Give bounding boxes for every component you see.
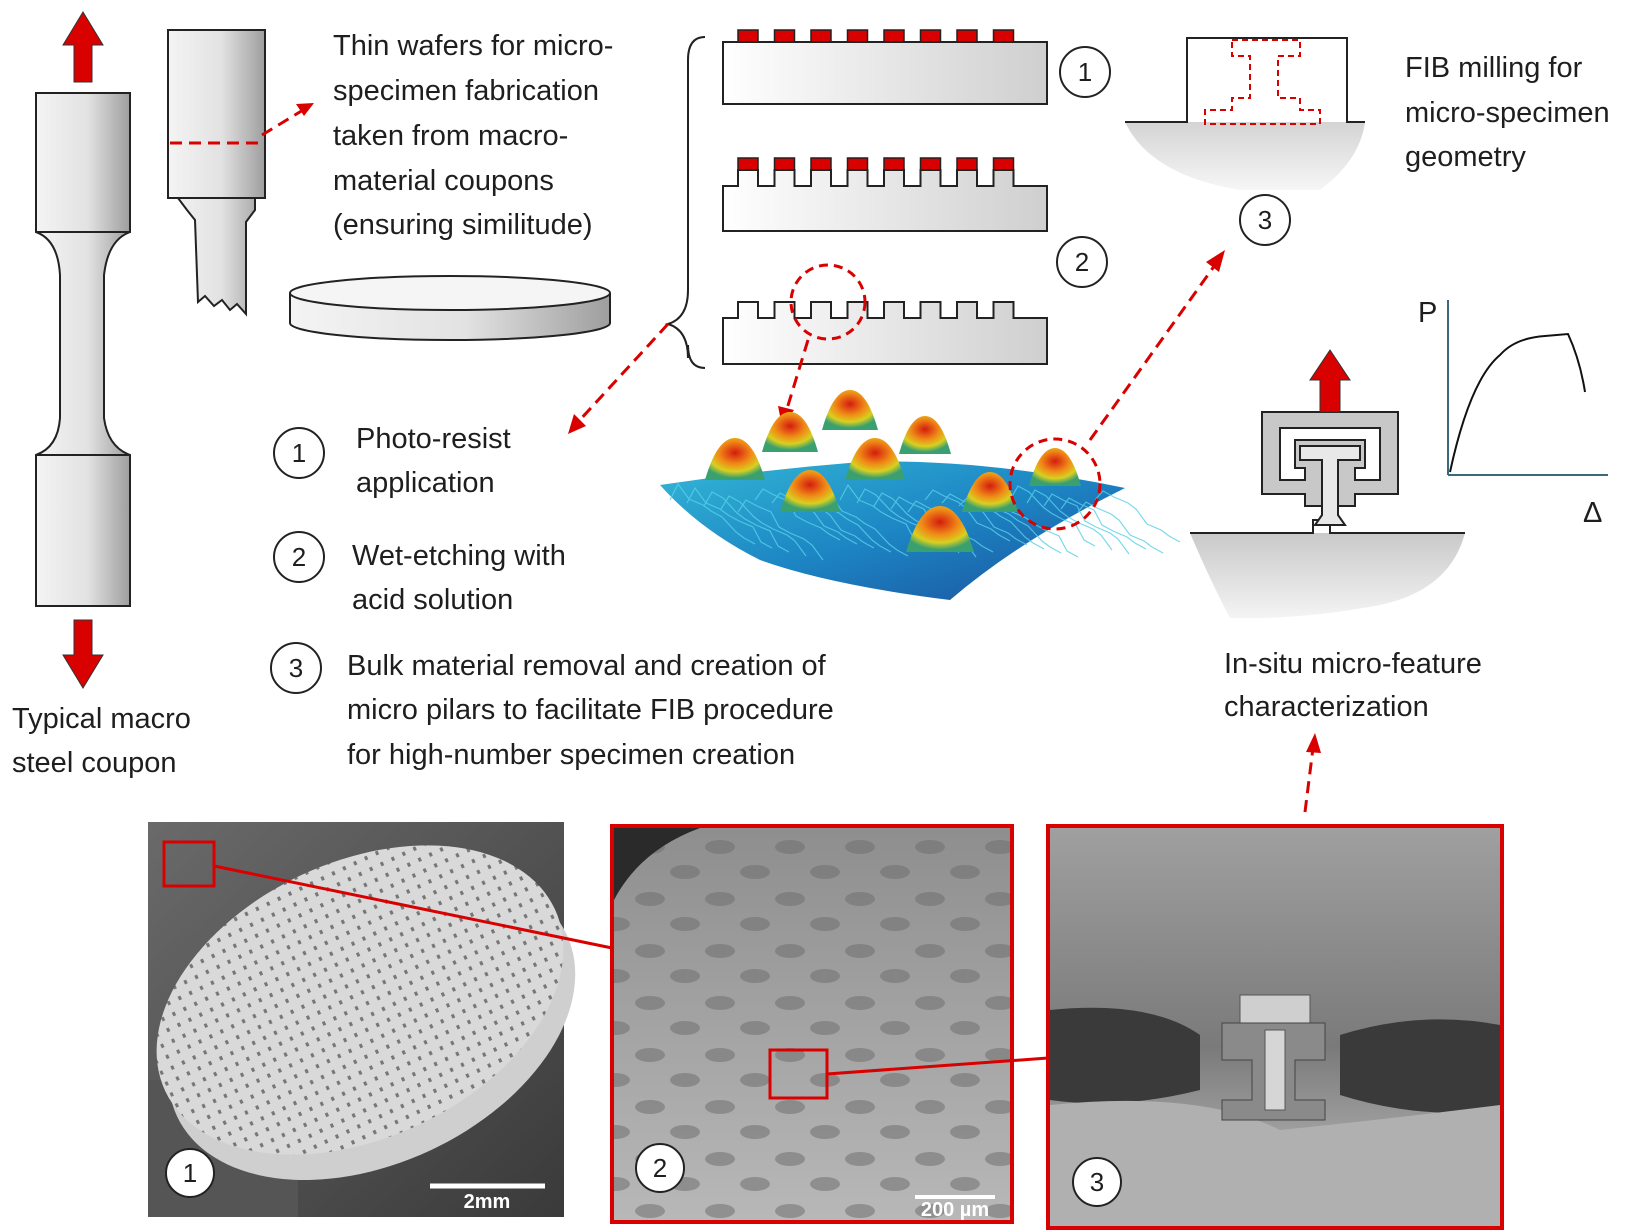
photo-1: 2mm 1 <box>148 822 576 1217</box>
scale-bar-label: 2mm <box>464 1191 511 1213</box>
surface-peak <box>962 472 1018 512</box>
svg-text:characterization: characterization <box>1224 691 1429 723</box>
photo-resist-pad <box>810 157 832 171</box>
wafer-note-line3: taken from macro- <box>333 120 568 152</box>
photo-resist-pad <box>919 29 942 43</box>
photo-resist-pad <box>773 29 796 43</box>
svg-text:FIB milling for: FIB milling for <box>1405 52 1583 84</box>
photo-resist-pad <box>992 29 1015 43</box>
photo-badge: 2 <box>653 1153 667 1183</box>
svg-text:Photo-resist: Photo-resist <box>356 423 511 455</box>
arrow-head-icon <box>568 414 586 434</box>
photo-badge: 1 <box>183 1158 197 1188</box>
svg-text:In-situ micro-feature: In-situ micro-feature <box>1224 648 1482 680</box>
step2-block-b <box>722 263 1048 365</box>
wafer-note-line1: Thin wafers for micro- <box>333 30 613 62</box>
load-curve <box>1449 332 1586 473</box>
wafer-note-line4: material coupons <box>333 165 554 197</box>
photo-2: 200 µm 2 <box>610 824 1014 1224</box>
photo-resist-pad <box>737 157 759 171</box>
insitu-note: In-situ micro-feature characterization <box>1224 648 1482 723</box>
surface-peak <box>845 438 905 480</box>
photo-resist-pad <box>846 29 869 43</box>
svg-text:Wet-etching with: Wet-etching with <box>352 540 566 572</box>
photo-resist-pad <box>956 29 978 43</box>
up-arrow-icon <box>1309 349 1351 413</box>
surface-peak <box>822 390 878 430</box>
macro-label-line1: Typical macro <box>12 703 191 735</box>
svg-text:2: 2 <box>1075 247 1089 277</box>
svg-text:micro pilars to facilitate FIB: micro pilars to facilitate FIB procedure <box>347 694 834 726</box>
photo-badge: 3 <box>1090 1167 1104 1197</box>
photo-resist-pad <box>737 29 759 43</box>
plot-x-label: Δ <box>1583 497 1602 529</box>
svg-text:for high-number specimen creat: for high-number specimen creation <box>347 739 795 771</box>
fib-note: FIB milling for micro-specimen geometry <box>1405 52 1610 173</box>
insitu-test-schematic <box>1190 349 1465 619</box>
process-step-3: 3 Bulk material removal and creation of … <box>270 642 834 771</box>
macro-coupon: Typical macro steel coupon <box>12 11 191 779</box>
photo-resist-pad <box>883 157 905 171</box>
photo-resist-pad <box>773 157 796 171</box>
process-step-1: 1 Photo-resist application <box>273 423 511 499</box>
step1-block <box>722 29 1048 105</box>
svg-text:application: application <box>356 467 495 499</box>
wafer-disc <box>289 275 611 341</box>
arrow-head-icon <box>1306 733 1321 753</box>
svg-text:geometry: geometry <box>1405 141 1526 173</box>
photo-resist-pad <box>810 29 832 43</box>
surface-peak <box>762 412 818 452</box>
micro-specimen <box>1299 445 1361 526</box>
wafer-note-line2: specimen fabrication <box>333 75 599 107</box>
svg-text:1: 1 <box>1078 57 1092 87</box>
svg-text:Bulk material removal and crea: Bulk material removal and creation of <box>347 650 827 682</box>
photo-resist-pad <box>992 157 1015 171</box>
down-arrow-icon <box>62 619 104 689</box>
arrow-head-icon <box>296 103 314 116</box>
svg-text:1: 1 <box>292 438 306 468</box>
photo-resist-pad <box>846 157 869 171</box>
step-badge-3 <box>1239 194 1291 246</box>
zoom-circle <box>1008 437 1102 531</box>
surface-peak <box>780 470 840 512</box>
photo-resist-pad <box>956 157 978 171</box>
macro-label-line2: steel coupon <box>12 747 176 779</box>
process-step-2: 2 Wet-etching with acid solution <box>273 531 566 616</box>
zoom-circle <box>789 263 867 341</box>
steps-bracket <box>664 36 706 369</box>
svg-text:3: 3 <box>289 653 303 683</box>
scale-bar-label: 200 µm <box>921 1199 989 1221</box>
photo-resist-pad <box>883 29 905 43</box>
process-steps: 1 Photo-resist application 2 Wet-etching… <box>270 423 834 771</box>
surface-peak <box>705 438 765 480</box>
step-badge-1: 1 <box>1059 46 1111 98</box>
surface-peak <box>899 416 951 454</box>
load-displacement-plot: P Δ <box>1418 297 1608 529</box>
fib-milling-schematic: 3 <box>1125 37 1365 246</box>
wafer-note-line5: (ensuring similitude) <box>333 209 593 241</box>
photo-resist-pad <box>919 157 942 171</box>
svg-text:micro-specimen: micro-specimen <box>1405 97 1610 129</box>
svg-text:2: 2 <box>292 542 306 572</box>
svg-text:acid solution: acid solution <box>352 584 513 616</box>
up-arrow-icon <box>62 11 104 83</box>
surface-peak <box>1029 448 1081 486</box>
step-badge-2: 2 <box>1056 236 1108 288</box>
plot-y-label: P <box>1418 297 1437 329</box>
arrow-head-icon <box>1206 250 1225 272</box>
coupon-end-section <box>167 29 314 317</box>
surface-profile-3d <box>660 250 1225 600</box>
tensile-specimen <box>35 92 131 607</box>
photo-3: 3 <box>1046 824 1504 1230</box>
step2-block-a <box>722 157 1048 232</box>
fib-outline <box>1204 39 1321 125</box>
surface-peak <box>906 506 974 552</box>
wafer-note: Thin wafers for micro- specimen fabricat… <box>333 30 613 241</box>
svg-text:3: 3 <box>1258 205 1272 235</box>
